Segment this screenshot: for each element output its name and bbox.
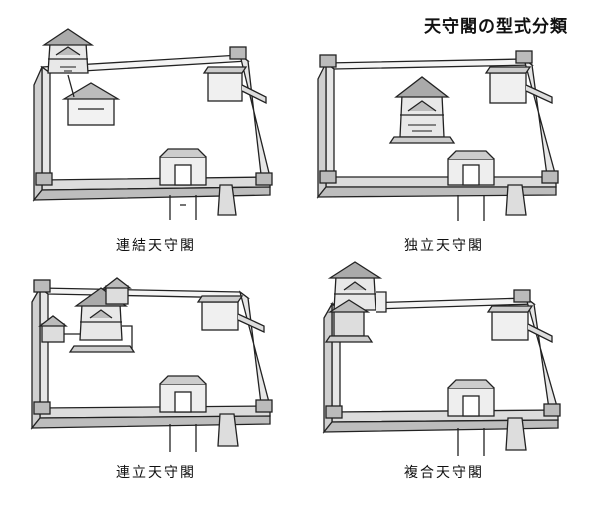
panel-fukugo: 複合天守閣 <box>308 261 578 481</box>
panel-dokuritsu: 独立天守閣 <box>308 25 578 254</box>
caption-renketsu: 連結天守閣 <box>116 238 196 254</box>
diagram-title: 天守閣の型式分類 <box>424 17 568 37</box>
caption-renritsu: 連立天守閣 <box>116 465 196 481</box>
castle-dokuritsu-illustration <box>316 50 559 221</box>
panel-renritsu: 連立天守閣 <box>20 262 290 481</box>
caption-dokuritsu: 独立天守閣 <box>404 238 484 254</box>
castle-fukugo-illustration <box>322 261 561 456</box>
caption-fukugo: 複合天守閣 <box>404 465 484 481</box>
panel-renketsu: 連結天守閣 <box>20 25 290 254</box>
castle-renritsu-illustration <box>30 277 273 452</box>
castle-renketsu-illustration <box>32 28 273 220</box>
